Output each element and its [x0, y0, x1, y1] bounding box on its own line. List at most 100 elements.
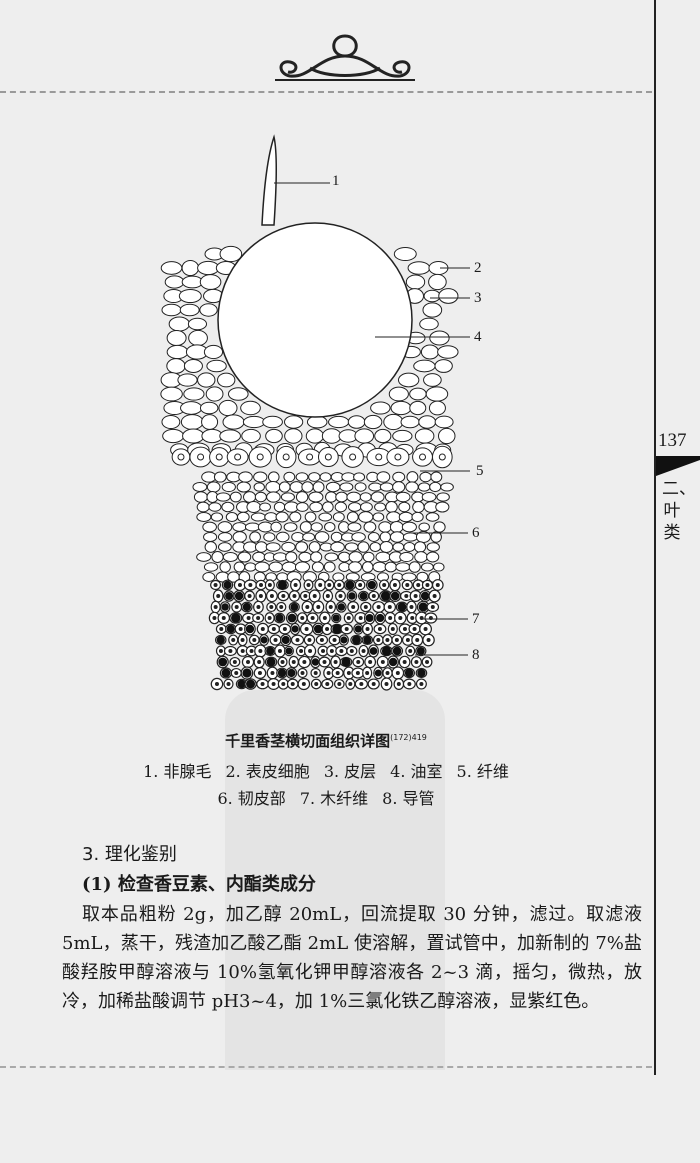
- vessel-cell: [337, 603, 346, 611]
- xylem-lumen: [395, 671, 400, 675]
- vessel-cell: [245, 624, 255, 634]
- legend-item: 6. 韧皮部: [217, 789, 286, 808]
- phloem-cell: [392, 542, 405, 552]
- fiber-lumen: [282, 453, 290, 461]
- legend-item: 5. 纤维: [456, 762, 509, 781]
- vessel-cell: [246, 679, 256, 689]
- phloem-cell: [351, 532, 366, 542]
- phloem-cell: [295, 491, 309, 503]
- fiber-cell: [386, 447, 410, 467]
- cortex-cell: [265, 428, 283, 444]
- fiber-lumen: [394, 453, 402, 461]
- section-heading: 3. 理化鉴别: [82, 844, 177, 865]
- cortex-cell: [197, 372, 216, 388]
- vessel-cell: [381, 646, 392, 656]
- legend-item: 8. 导管: [382, 789, 435, 808]
- xylem-lumen: [409, 605, 414, 609]
- cortex-cell: [219, 429, 241, 443]
- xylem-lumen: [346, 616, 351, 620]
- phloem-cell: [363, 521, 377, 533]
- cortex-cell: [178, 288, 202, 304]
- vessel-cell: [397, 602, 407, 612]
- phloem-cell: [433, 562, 445, 572]
- vessel-cell: [351, 635, 361, 645]
- xylem-lumen: [267, 616, 272, 620]
- phloem-cell: [232, 522, 247, 532]
- phloem-cell: [299, 521, 313, 533]
- phloem-cell: [254, 561, 270, 573]
- phloem-cell: [418, 522, 430, 532]
- phloem-cell: [304, 511, 317, 523]
- cortex-cell: [188, 329, 208, 347]
- phloem-cell: [246, 501, 262, 513]
- xylem-lumen: [318, 583, 323, 587]
- xylem-lumen: [310, 616, 315, 620]
- xylem-lumen: [319, 638, 324, 642]
- xylem-lumen: [326, 671, 331, 675]
- xylem-lumen: [249, 649, 254, 653]
- vessel-cell: [266, 646, 275, 656]
- xylem-lumen: [282, 627, 287, 631]
- vessel-cell: [359, 592, 368, 600]
- xylem-lumen: [376, 638, 381, 642]
- xylem-lumen: [252, 638, 257, 642]
- cortex-cell: [183, 359, 203, 373]
- fiber-cell: [431, 445, 453, 469]
- cortex-cell: [166, 358, 186, 374]
- phloem-cell: [204, 541, 217, 553]
- xylem-lumen: [304, 627, 309, 631]
- xylem-lumen: [269, 605, 274, 609]
- cortex-cell: [284, 428, 303, 444]
- phloem-cell: [311, 561, 325, 573]
- xylem-lumen: [348, 682, 353, 686]
- cortex-cell: [388, 386, 409, 402]
- cortex-cell: [374, 428, 392, 444]
- cortex-cell: [321, 428, 342, 444]
- phloem-cell: [436, 492, 450, 502]
- xylem-lumen: [371, 594, 376, 598]
- cortex-cell: [162, 428, 185, 444]
- vessel-cell: [216, 635, 225, 645]
- xylem-lumen: [358, 616, 363, 620]
- fiber-lumen: [234, 453, 242, 461]
- phloem-cell: [420, 562, 434, 572]
- phloem-cell: [318, 512, 333, 522]
- phloem-cell: [430, 531, 442, 543]
- cortex-cell: [262, 415, 283, 429]
- cross-section-drawing: [160, 134, 470, 691]
- cortex-cell: [182, 428, 205, 444]
- cortex-cell: [392, 429, 413, 443]
- phloem-cell: [414, 541, 427, 553]
- cortex-cell: [363, 414, 383, 430]
- vessel-cell: [237, 679, 246, 689]
- phloem-cell: [308, 472, 321, 482]
- phloem-cell: [275, 511, 289, 523]
- cortex-cell: [409, 400, 427, 416]
- xylem-lumen: [415, 638, 420, 642]
- xylem-lumen: [256, 616, 261, 620]
- xylem-lumen: [293, 583, 298, 587]
- phloem-cell: [219, 561, 231, 573]
- phloem-cell: [386, 511, 401, 523]
- xylem-lumen: [279, 605, 284, 609]
- fiber-lumen: [197, 453, 205, 461]
- xylem-lumen: [218, 649, 223, 653]
- xylem-lumen: [231, 638, 236, 642]
- phloem-cell: [389, 531, 405, 543]
- xylem-lumen: [337, 682, 342, 686]
- phloem-cell: [215, 492, 231, 502]
- xylem-lumen: [414, 660, 419, 664]
- phloem-cell: [213, 471, 227, 483]
- stem-cross-section-figure: 1 2 3 4 5 6 7 8: [150, 125, 500, 715]
- phloem-cell: [211, 551, 224, 563]
- vessel-cell: [417, 668, 426, 678]
- xylem-lumen: [335, 671, 340, 675]
- phloem-cell: [372, 512, 385, 522]
- phloem-cell: [280, 492, 295, 502]
- vessel-cell: [225, 591, 234, 601]
- figure-label-7: 7: [472, 611, 480, 627]
- phloem-cell: [402, 532, 419, 542]
- xylem-lumen: [376, 605, 381, 609]
- phloem-cell: [330, 531, 343, 543]
